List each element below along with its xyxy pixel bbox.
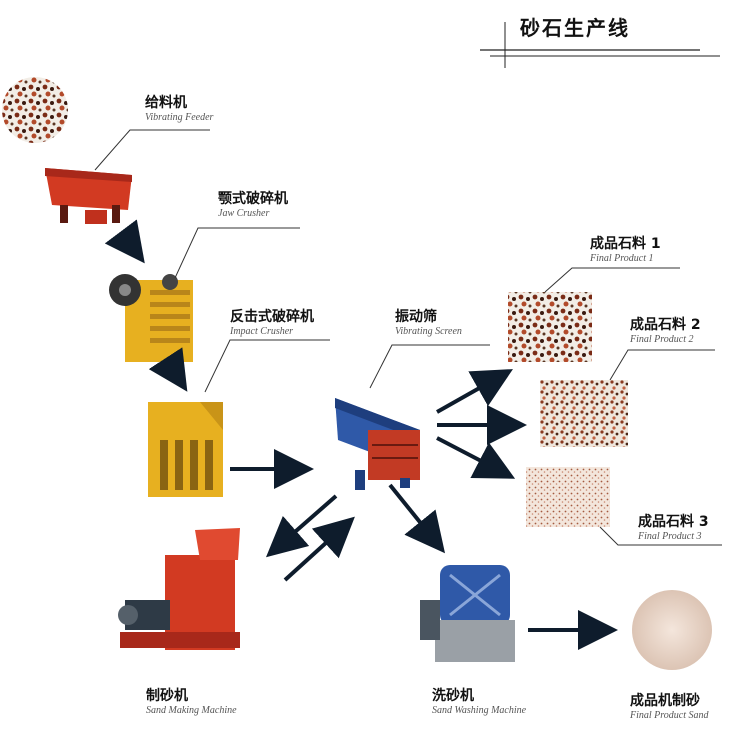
feeder-label-cn: 给料机 bbox=[145, 92, 213, 112]
final-product-3-swatch bbox=[526, 467, 610, 527]
sand-making-machine-icon bbox=[118, 528, 240, 650]
jaw-crusher-label: 颚式破碎机 Jaw Crusher bbox=[218, 188, 288, 219]
page-title: 砂石生产线 bbox=[520, 12, 630, 41]
impact-crusher-label-cn: 反击式破碎机 bbox=[230, 306, 314, 326]
leader-impact bbox=[205, 340, 330, 392]
arrow-screen-to-washer bbox=[390, 485, 440, 547]
arrow-feeder-to-jaw bbox=[122, 233, 140, 257]
impact-crusher-label-en: Impact Crusher bbox=[230, 326, 314, 337]
raw-stone-pile bbox=[2, 77, 68, 143]
feeder-label-en: Vibrating Feeder bbox=[145, 112, 213, 123]
product-2-label: 成品石料 2 Final Product 2 bbox=[630, 314, 701, 345]
final-sand-pile bbox=[632, 590, 712, 670]
arrow-screen-to-product3 bbox=[437, 438, 508, 475]
sand-washing-label-en: Sand Washing Machine bbox=[432, 705, 526, 716]
leader-product1 bbox=[545, 268, 680, 292]
impact-crusher-icon bbox=[148, 402, 223, 497]
vibrating-screen-label: 振动筛 Vibrating Screen bbox=[395, 306, 462, 337]
impact-crusher-label: 反击式破碎机 Impact Crusher bbox=[230, 306, 314, 337]
sand-washing-label-cn: 洗砂机 bbox=[432, 685, 526, 705]
leader-product2 bbox=[610, 350, 715, 380]
product-2-label-en: Final Product 2 bbox=[630, 334, 701, 345]
leader-feeder bbox=[95, 130, 210, 170]
product-3-label-cn: 成品石料 3 bbox=[638, 511, 709, 531]
vibrating-screen-icon bbox=[335, 398, 420, 490]
leader-screen bbox=[370, 345, 490, 388]
product-3-label-en: Final Product 3 bbox=[638, 531, 709, 542]
sand-making-label: 制砂机 Sand Making Machine bbox=[146, 685, 237, 716]
product-3-label: 成品石料 3 Final Product 3 bbox=[638, 511, 709, 542]
sand-washing-machine-icon bbox=[420, 565, 515, 662]
final-product-2-swatch bbox=[540, 380, 628, 447]
feeder-label: 给料机 Vibrating Feeder bbox=[145, 92, 213, 123]
final-sand-label: 成品机制砂 Final Product Sand bbox=[630, 690, 709, 721]
jaw-crusher-label-en: Jaw Crusher bbox=[218, 208, 288, 219]
sand-washing-label: 洗砂机 Sand Washing Machine bbox=[432, 685, 526, 716]
product-1-label-cn: 成品石料 1 bbox=[590, 233, 661, 253]
jaw-crusher-label-cn: 颚式破碎机 bbox=[218, 188, 288, 208]
arrow-jaw-to-impact bbox=[170, 365, 183, 385]
product-1-label-en: Final Product 1 bbox=[590, 253, 661, 264]
leader-jaw bbox=[175, 228, 300, 278]
jaw-crusher-icon bbox=[109, 274, 193, 362]
sand-making-label-en: Sand Making Machine bbox=[146, 705, 237, 716]
arrow-screen-to-product1 bbox=[437, 373, 506, 412]
final-sand-label-en: Final Product Sand bbox=[630, 710, 709, 721]
vibrating-screen-label-cn: 振动筛 bbox=[395, 306, 462, 326]
vibrating-screen-label-en: Vibrating Screen bbox=[395, 326, 462, 337]
product-1-label: 成品石料 1 Final Product 1 bbox=[590, 233, 661, 264]
vibrating-feeder-icon bbox=[45, 168, 132, 224]
sand-making-label-cn: 制砂机 bbox=[146, 685, 237, 705]
final-product-1-swatch bbox=[508, 292, 592, 362]
final-sand-label-cn: 成品机制砂 bbox=[630, 690, 709, 710]
product-2-label-cn: 成品石料 2 bbox=[630, 314, 701, 334]
